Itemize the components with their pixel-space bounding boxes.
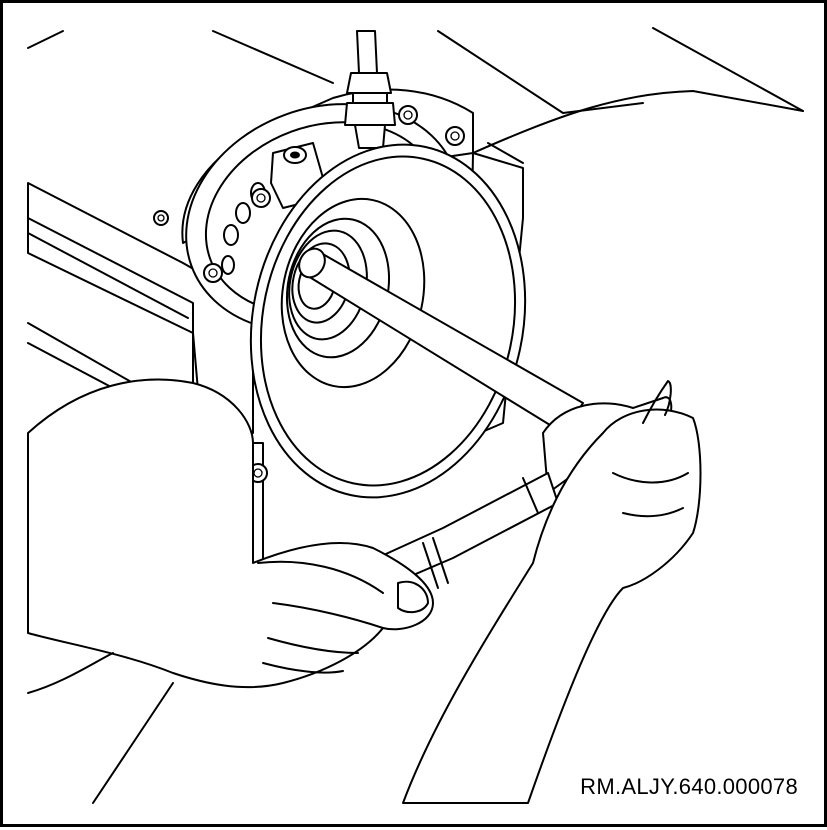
hub-bearing-press-illustration [27,27,804,804]
figure-reference-code: RM.ALJY.640.000078 [580,774,798,799]
background-drum [27,27,804,164]
lower-background [27,652,174,804]
hydraulic-line-fitting [344,30,396,149]
driver-shaft [298,247,584,434]
left-hand [27,378,434,689]
right-hand [402,380,702,804]
